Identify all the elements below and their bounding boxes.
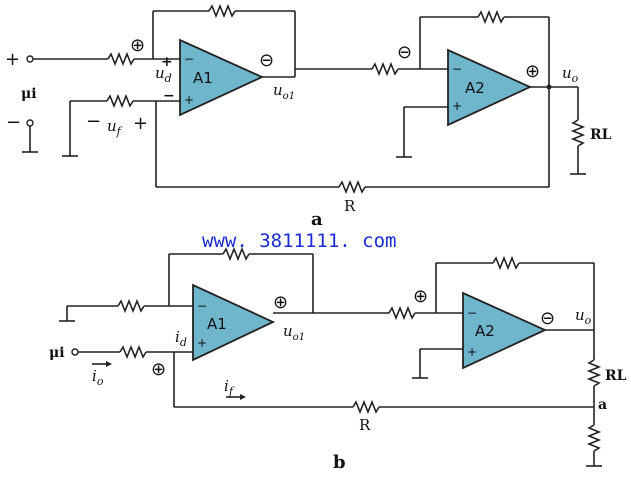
load-label-a: RL: [590, 127, 612, 143]
uo-label-a: uo: [562, 64, 579, 85]
input-terminal-b: [71, 348, 79, 356]
uo1-label-b: uo1: [283, 322, 305, 343]
circled-minus-a1-out-a: ⊖: [259, 50, 274, 71]
caption-b: b: [333, 452, 346, 473]
uf-minus-sign-a: −: [86, 111, 101, 132]
circuit-b: A1 − + ⊕ uo1 μi io id ⊕ R if ⊕: [49, 248, 627, 473]
uo-label-b: uo: [575, 306, 592, 327]
input-label-b: μi: [49, 345, 65, 361]
load-resistor-b: [588, 359, 600, 387]
if-label-b: if: [224, 377, 235, 398]
amp-label-a1-a: A1: [193, 69, 213, 87]
load-label-b: RL: [605, 368, 627, 384]
a1-minus-pin-b: −: [197, 299, 207, 313]
uf-plus-sign-a: +: [133, 113, 148, 134]
ud-minus-sign-a: −: [163, 88, 175, 104]
input-label-a: μi: [21, 86, 37, 102]
amp-label-a2-b: A2: [475, 322, 495, 340]
uf-resistor-a: [106, 95, 134, 107]
op-amp-a1-b: [192, 283, 276, 362]
circled-plus-a2-out-a: ⊕: [525, 61, 540, 82]
r-label-a: R: [344, 197, 356, 215]
a2-minus-pin-a: −: [452, 62, 462, 76]
circled-plus-input-a: ⊕: [130, 35, 145, 56]
circled-minus-a2-out-b: ⊖: [540, 308, 555, 329]
input-plus-sign-a: +: [5, 49, 20, 70]
ground-resistor-b: [117, 300, 145, 312]
circled-plus-a1-out-b: ⊕: [273, 292, 288, 313]
input-resistor-a2-a: [371, 63, 399, 75]
io-label-b: io: [92, 367, 104, 388]
feedback-resistor-a1-a: [208, 5, 236, 17]
input-minus-sign-a: −: [6, 112, 21, 133]
circled-plus-a2-in-b: ⊕: [413, 286, 428, 307]
watermark: www. 3811111. com: [202, 230, 396, 252]
node-a-label-b: a: [598, 397, 607, 413]
feedback-resistor-r-b: [352, 401, 380, 413]
op-amp-a2-a: [447, 48, 533, 127]
op-amp-a2-b: [462, 291, 548, 370]
sense-resistor-b: [588, 424, 600, 452]
feedback-resistor-r-a: [338, 181, 366, 193]
a1-plus-pin-b: +: [197, 336, 207, 350]
load-resistor-a: [572, 119, 584, 147]
op-amp-a1-a: [179, 38, 265, 117]
a2-minus-pin-b: −: [467, 306, 477, 320]
input-resistor-a2-b: [388, 307, 416, 319]
circled-minus-a2-in-a: ⊖: [397, 42, 412, 63]
uo1-label-a: uo1: [273, 81, 295, 102]
id-label-b: id: [175, 328, 187, 349]
input-terminal-plus-a: [26, 55, 34, 63]
circuit-a: + − μi ⊕ A1 − + + ud − − uf +: [5, 5, 612, 230]
amp-label-a1-b: A1: [207, 315, 227, 333]
a1-plus-pin-a: +: [184, 93, 194, 107]
ud-label-a: ud: [155, 64, 172, 85]
a2-plus-pin-b: +: [467, 345, 477, 359]
input-terminal-minus-a: [26, 119, 34, 127]
uf-label-a: uf: [107, 117, 123, 138]
ud-plus-sign-a: +: [161, 54, 173, 70]
feedback-resistor-a2-b: [492, 257, 520, 269]
a2-plus-pin-a: +: [452, 99, 462, 113]
caption-a: a: [311, 209, 323, 230]
amp-label-a2-a: A2: [465, 79, 485, 97]
feedback-resistor-a2-a: [477, 11, 505, 23]
r-label-b: R: [359, 416, 371, 434]
circled-plus-input-b: ⊕: [151, 359, 166, 380]
input-resistor-b: [119, 346, 147, 358]
a1-minus-pin-a: −: [184, 52, 194, 66]
